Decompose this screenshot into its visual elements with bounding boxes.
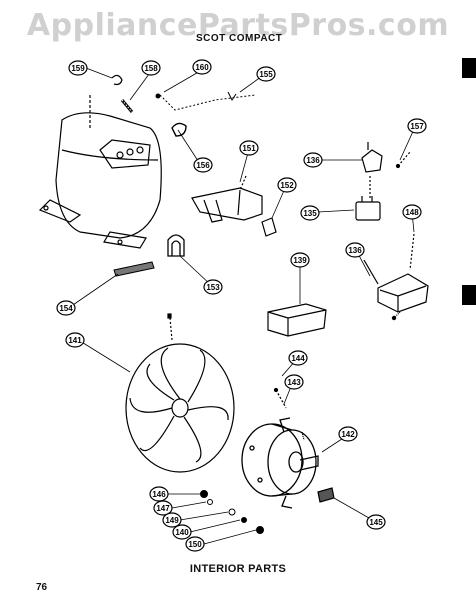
callout-147-label: 147 bbox=[156, 504, 170, 513]
capacitor-part bbox=[355, 196, 381, 221]
callout-139-label: 139 bbox=[293, 256, 307, 265]
callout-148-label: 148 bbox=[405, 208, 419, 217]
callout-151: 151 bbox=[239, 140, 259, 156]
relay-part bbox=[361, 142, 411, 198]
callout-143-label: 143 bbox=[287, 378, 301, 387]
callout-153: 153 bbox=[203, 279, 223, 295]
page-number: 76 bbox=[36, 582, 48, 593]
binder-tab-bottom bbox=[462, 285, 476, 305]
wire-part bbox=[155, 91, 256, 137]
callout-146-label: 146 bbox=[152, 490, 166, 499]
callout-154-label: 154 bbox=[59, 304, 73, 313]
callout-158: 158 bbox=[141, 60, 161, 76]
callout-160: 160 bbox=[192, 59, 212, 75]
callout-149-label: 149 bbox=[165, 516, 179, 525]
callout-158-label: 158 bbox=[144, 64, 158, 73]
clip-part bbox=[111, 74, 134, 113]
callout-153-label: 153 bbox=[206, 283, 220, 292]
gasket-strip-part bbox=[113, 261, 155, 277]
callout-145: 145 bbox=[366, 514, 386, 530]
callout-151-label: 151 bbox=[242, 144, 256, 153]
callout-140: 140 bbox=[172, 524, 192, 540]
callout-141: 141 bbox=[65, 332, 85, 348]
callout-159: 159 bbox=[68, 60, 88, 76]
callout-156: 156 bbox=[193, 157, 213, 173]
callout-157-label: 157 bbox=[410, 122, 424, 131]
clip-152-part bbox=[261, 217, 277, 237]
callout-136-top: 136 bbox=[303, 152, 323, 168]
callout-152: 152 bbox=[277, 177, 297, 193]
callout-150-label: 150 bbox=[188, 540, 202, 549]
callout-155: 155 bbox=[256, 66, 276, 82]
callout-136-bottom-label: 136 bbox=[348, 246, 362, 255]
callout-155-label: 155 bbox=[259, 70, 273, 79]
compressor-part bbox=[38, 95, 162, 249]
site-watermark: AppliancePartsPros.com bbox=[26, 8, 450, 43]
callout-149: 149 bbox=[162, 512, 182, 528]
callout-154: 154 bbox=[56, 300, 76, 316]
callout-135: 135 bbox=[300, 205, 320, 221]
callout-135-label: 135 bbox=[303, 209, 317, 218]
callout-156-label: 156 bbox=[196, 161, 210, 170]
callout-139: 139 bbox=[290, 252, 310, 268]
callout-148: 148 bbox=[402, 204, 422, 220]
bracket-part bbox=[191, 175, 263, 223]
callout-150: 150 bbox=[185, 536, 205, 552]
callout-142: 142 bbox=[338, 426, 358, 442]
callout-160-label: 160 bbox=[195, 63, 209, 72]
diagram-caption: INTERIOR PARTS bbox=[189, 563, 287, 575]
callout-147: 147 bbox=[153, 500, 173, 516]
overload-part bbox=[267, 303, 327, 337]
callout-152-label: 152 bbox=[280, 181, 294, 190]
callout-145-label: 145 bbox=[369, 518, 383, 527]
callout-144: 144 bbox=[288, 350, 308, 366]
callout-146: 146 bbox=[149, 486, 169, 502]
fan-blade-part bbox=[125, 313, 235, 473]
callout-157: 157 bbox=[407, 118, 427, 134]
callout-136-bottom: 136 bbox=[345, 242, 365, 258]
callout-136-top-label: 136 bbox=[306, 156, 320, 165]
callout-143: 143 bbox=[284, 374, 304, 390]
callout-144-label: 144 bbox=[291, 354, 305, 363]
binder-tab-top bbox=[462, 58, 476, 78]
callout-142-label: 142 bbox=[341, 430, 355, 439]
fan-motor-part bbox=[241, 387, 319, 509]
diagram-subtitle: SCOT COMPACT bbox=[196, 33, 283, 44]
motor-clip-part bbox=[317, 487, 335, 503]
callout-140-label: 140 bbox=[175, 528, 189, 537]
hardware-parts bbox=[168, 490, 264, 545]
callout-141-label: 141 bbox=[68, 336, 82, 345]
relay-bracket-part bbox=[363, 233, 429, 321]
terminal-cover-part bbox=[167, 234, 185, 257]
callout-159-label: 159 bbox=[71, 64, 85, 73]
